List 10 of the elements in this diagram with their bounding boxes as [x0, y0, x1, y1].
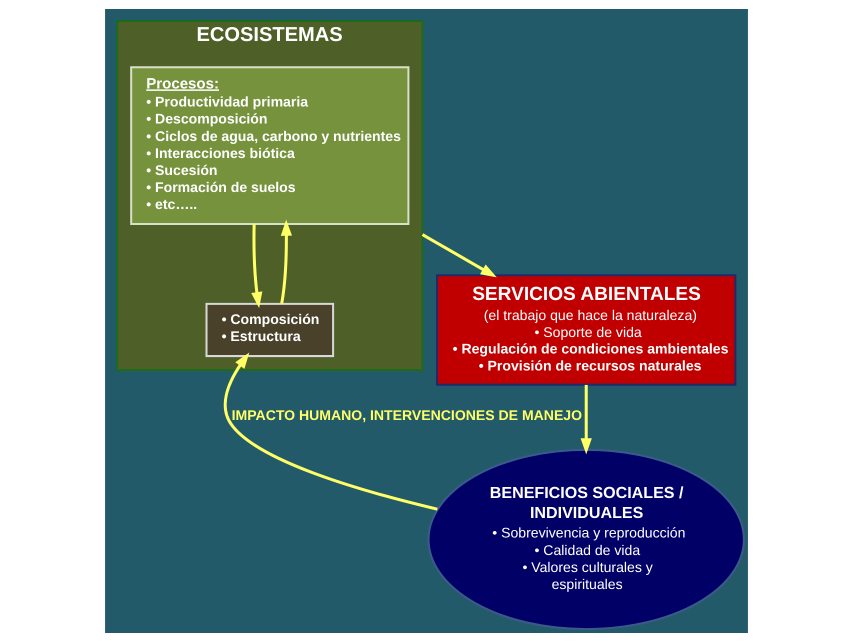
- arrow: [580, 384, 592, 454]
- edge-label: IMPACTO HUMANO, INTERVENCIONES DE MANEJO: [231, 406, 582, 423]
- arrow: [223, 352, 438, 510]
- node-box: SERVICIOS ABIENTALES (el trabajo que hace la naturaleza) • Soporte de vida • Regulación de condiciones ambientales • Provisión de recursos naturales: [436, 274, 736, 386]
- node-box: Procesos: • Productividad primaria • Descomposición • Ciclos de agua, carbono y nutrientes • Interacciones biótica • Sucesión • Formación de suelos • etc…..: [130, 66, 409, 224]
- arrow: [250, 224, 262, 308]
- node-box: • Composición • Estructura: [205, 302, 334, 357]
- arrow: [421, 232, 496, 277]
- node-ellipse: BENEFICIOS SOCIALES / INDIVIDUALES • Sobrevivencia y reproducción • Calidad de vida • Valores culturales y espirituales: [427, 448, 744, 630]
- arrow: [280, 219, 292, 304]
